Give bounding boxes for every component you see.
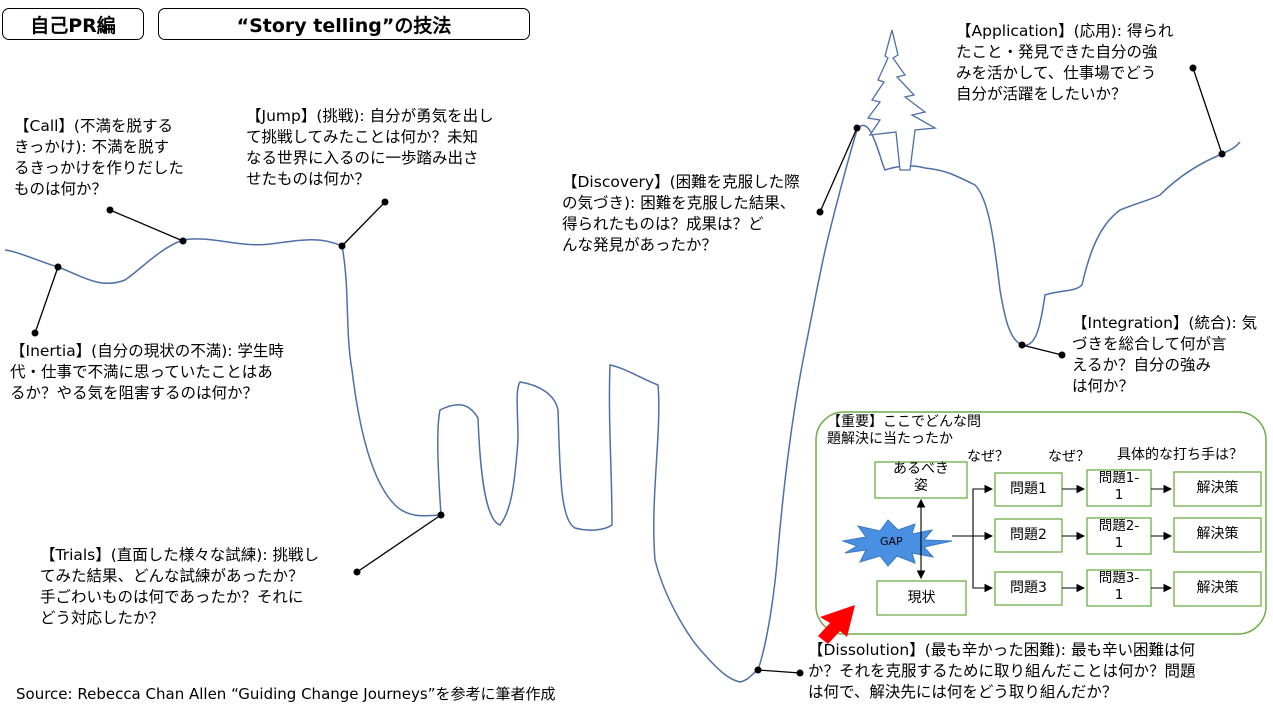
solution-3-label: 解決策: [1196, 580, 1239, 596]
solution-1-label: 解決策: [1196, 480, 1239, 496]
inertia-annotation: 【Inertia】(自分の現状の不満): 学生時 代・仕事で不満に思っていたこと…: [10, 342, 284, 402]
page-title: “Story telling”の技法: [158, 8, 530, 40]
problem-2-label: 問題2: [1010, 527, 1047, 543]
red-arrow-icon: [818, 605, 855, 644]
solution-1-box: [1173, 471, 1262, 507]
problem-3-box: [994, 571, 1063, 606]
current-box: [876, 580, 967, 616]
current-label: 現状: [907, 590, 936, 606]
subproblem-2-label: 問題2- 1: [1098, 518, 1140, 551]
why-label-1: なぜ？: [967, 449, 1009, 465]
journey-path: [4, 124, 1241, 683]
panel-heading: 【重要】ここでどんな問 題解決に当たったか: [827, 414, 981, 447]
problem-2-box: [994, 518, 1063, 553]
trials-annotation: 【Trials】(直面した様々な試練): 挑戦し てみた結果、どんな試練があった…: [40, 546, 319, 627]
discovery-annotation: 【Discovery】(困難を克服した際 の気づき): 困難を克服した結果、 得…: [562, 173, 800, 254]
solution-2-box: [1173, 517, 1262, 553]
solution-3-box: [1173, 571, 1262, 607]
ideal-label: あるべき 姿: [893, 461, 949, 494]
connector-dots: [31, 64, 1226, 677]
panel-arrows: [916, 484, 1173, 593]
jump-annotation: 【Jump】(挑戦): 自分が勇気を出し て挑戦してみたことは何か？未知 なる世…: [246, 107, 494, 188]
subproblem-1-label: 問題1- 1: [1098, 470, 1140, 503]
subproblem-2-box: [1086, 517, 1152, 555]
source-note: Source: Rebecca Chan Allen “Guiding Chan…: [16, 685, 556, 703]
tree-icon: [866, 29, 938, 171]
connector-lines: [34, 67, 1223, 674]
solution-2-label: 解決策: [1196, 526, 1239, 542]
integration-annotation: 【Integration】(統合): 気 づきを総合して何が言 えるか？自分の強…: [1072, 314, 1258, 395]
section-tag: 自己PR編: [2, 8, 144, 40]
call-annotation: 【Call】(不満を脱する きっかけ): 不満を脱す るきっかけを作りだした も…: [14, 117, 184, 198]
problem-1-label: 問題1: [1010, 481, 1047, 497]
gap-label: GAP: [880, 535, 903, 548]
dissolution-annotation: 【Dissolution】(最も辛かった困難): 最も辛い困難は何 か？それを克…: [808, 641, 1196, 701]
ideal-box: [874, 461, 968, 499]
subproblem-1-box: [1086, 469, 1152, 507]
concrete-label: 具体的な打ち手は？: [1117, 447, 1243, 463]
problem-3-label: 問題3: [1010, 580, 1047, 596]
subproblem-3-label: 問題3- 1: [1098, 570, 1140, 603]
application-annotation: 【Application】(応用): 得られ たこと・発見できた自分の強 みを活…: [956, 22, 1174, 103]
why-label-2: なぜ？: [1048, 449, 1090, 465]
subproblem-3-box: [1086, 569, 1152, 607]
